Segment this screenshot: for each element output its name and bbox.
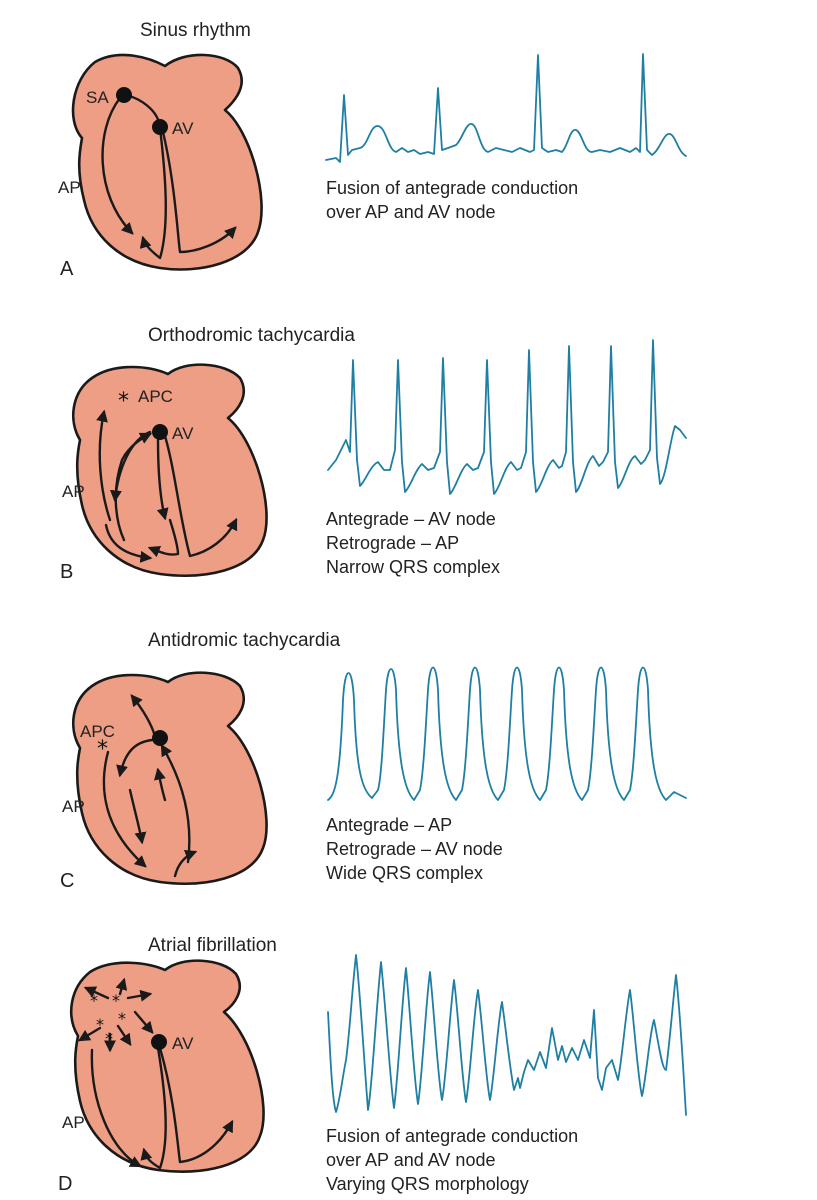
panel-d-fib-arrow-3 (126, 989, 153, 1002)
panel-d-fib-arrow-2 (115, 977, 128, 996)
panel-d-star-icon-5: * (105, 1029, 113, 1048)
panel-b-apc-star-icon: * (118, 389, 129, 414)
panel-b-outer-bottom (104, 523, 153, 563)
panel-b-av-down (156, 438, 169, 521)
panel-c-caption-line-1: Antegrade – AP (326, 815, 452, 835)
panel-b-ecg-trace (327, 339, 687, 495)
panel-d-ap-path (90, 1048, 143, 1168)
panel-c-ap-down (102, 750, 147, 868)
panel-b-caption-line-3: Narrow QRS complex (326, 557, 500, 577)
panel-a-ap-label: AP (58, 178, 81, 197)
panel-d-heart (70, 959, 265, 1173)
panel-d-star-icon-4: * (118, 1009, 126, 1028)
panel-b-av-label: AV (172, 424, 194, 443)
panel-d-ap-label: AP (62, 1113, 85, 1132)
panel-c: Antidromic tachycardia * APC AP C Antegr… (60, 630, 687, 892)
panel-a-sa-node (116, 87, 132, 103)
panel-c-title: Antidromic tachycardia (148, 630, 341, 651)
panel-c-mid-up (153, 767, 167, 802)
panel-c-heart (72, 671, 268, 885)
panel-c-lower-turn (173, 849, 198, 878)
panel-d-ecg-trace (327, 954, 687, 1116)
panel-d-star-icon-2: * (112, 991, 120, 1010)
panel-c-av-node (152, 730, 168, 746)
panel-b-ap-label: AP (62, 482, 85, 501)
panel-d-av-node (151, 1034, 167, 1050)
panel-c-apc-star-icon: * (97, 737, 108, 762)
panel-d-star-icon-3: * (96, 1015, 104, 1034)
panel-b-ap-return (114, 432, 153, 542)
panel-d-caption-line-3: Varying QRS morphology (326, 1174, 529, 1194)
panel-c-av-to-ap (116, 738, 154, 778)
panel-a-caption-line-1: Fusion of antegrade conduction (326, 178, 578, 198)
panel-c-letter: C (60, 870, 74, 892)
panel-d-star-icon-1: * (90, 991, 98, 1010)
panel-d-fib-arrow-7 (116, 1024, 132, 1046)
panel-d-fib-arrow-4 (133, 1010, 154, 1034)
panel-c-apc-label: APC (80, 722, 115, 741)
panel-a-ap-path (101, 96, 134, 235)
panel-d-letter: D (58, 1173, 72, 1195)
panel-a-title: Sinus rhythm (140, 20, 251, 41)
panel-b-caption-line-1: Antegrade – AV node (326, 509, 496, 529)
panel-c-ap-label: AP (62, 797, 85, 816)
panel-b: Orthodromic tachycardia * APC AV AP B An… (60, 325, 687, 583)
panel-b-av-node (152, 424, 168, 440)
panel-b-apc-label: APC (138, 387, 173, 406)
panel-a-letter: A (60, 258, 74, 280)
panel-b-heart (72, 363, 268, 577)
panel-d-left-branch (140, 1046, 167, 1170)
panel-d-caption-line-2: over AP and AV node (326, 1150, 495, 1170)
panel-b-outer-ap (96, 409, 112, 522)
panel-d-title: Atrial fibrillation (148, 935, 277, 956)
panel-b-right-branch (163, 434, 238, 558)
panel-b-lower-loop (147, 518, 180, 558)
panel-c-caption-line-2: Retrograde – AV node (326, 839, 503, 859)
panel-a-caption-line-2: over AP and AV node (326, 202, 495, 222)
panel-a-av-label: AV (172, 119, 194, 138)
panel-a-sa-label: SA (86, 88, 109, 107)
panel-a-ecg-trace (325, 53, 687, 163)
panel-d-right-branch (158, 1046, 234, 1164)
panel-a-right-branch (160, 126, 237, 254)
panel-b-letter: B (60, 561, 73, 583)
panel-a: Sinus rhythm SA AV AP A Fusion of antegr… (58, 20, 687, 280)
panel-d-caption-line-1: Fusion of antegrade conduction (326, 1126, 578, 1146)
panel-a-left-branch (139, 126, 167, 260)
panel-c-top-arrow (130, 694, 157, 738)
panel-d-av-label: AV (172, 1034, 194, 1053)
panel-c-ecg-trace (327, 666, 687, 801)
panel-c-caption-line-3: Wide QRS complex (326, 863, 483, 883)
panel-c-mid-down (128, 788, 147, 845)
panel-a-av-node (152, 119, 168, 135)
panel-b-caption-line-2: Retrograde – AP (326, 533, 459, 553)
panel-d-fib-arrow-5 (77, 1026, 102, 1042)
panel-d: Atrial fibrillation * * * * * AV AP D Fu… (58, 935, 687, 1195)
panel-d-fib-arrow-1 (83, 986, 110, 1000)
panel-b-title: Orthodromic tachycardia (148, 325, 355, 346)
